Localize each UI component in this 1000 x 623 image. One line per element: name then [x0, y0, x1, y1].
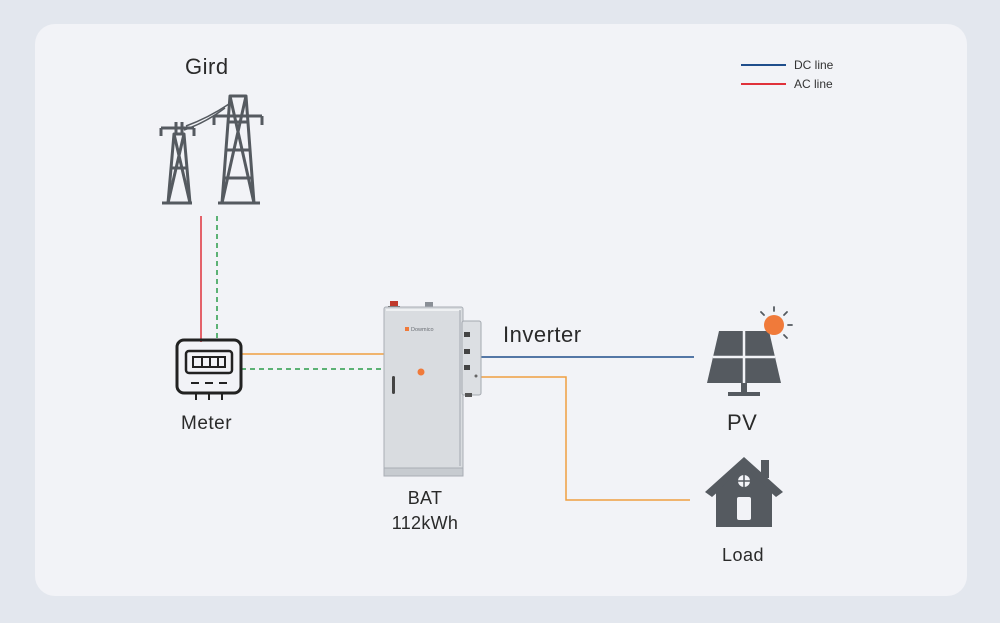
transmission-tower-icon — [159, 94, 264, 205]
legend-item-dc: DC line — [741, 55, 833, 74]
legend: DC line AC line — [741, 55, 833, 93]
load-label: Load — [722, 545, 765, 565]
solar-panel-icon — [707, 331, 781, 396]
dc-line-swatch — [741, 63, 786, 66]
meter-label: Meter — [181, 413, 233, 434]
bat-capacity-label: 112kWh — [391, 513, 459, 533]
house-icon — [705, 457, 783, 527]
battery-cabinet-icon — [383, 301, 464, 477]
meter-icon — [175, 338, 243, 400]
grid-label: Gird — [185, 54, 229, 79]
inverter-load-line — [481, 376, 690, 501]
pv-label: PV — [727, 410, 758, 435]
sun-icon — [760, 306, 793, 339]
bat-label-group: BAT 112kWh — [370, 486, 480, 536]
legend-item-ac: AC line — [741, 74, 833, 93]
legend-ac-label: AC line — [794, 76, 833, 91]
legend-dc-label: DC line — [794, 57, 834, 72]
inverter-icon — [461, 320, 482, 397]
ac-line-swatch — [741, 82, 786, 85]
bat-label: BAT — [407, 488, 443, 508]
diagram-card — [35, 24, 967, 596]
brand-logo: Dowmico — [411, 327, 434, 333]
inverter-label: Inverter — [503, 322, 582, 347]
